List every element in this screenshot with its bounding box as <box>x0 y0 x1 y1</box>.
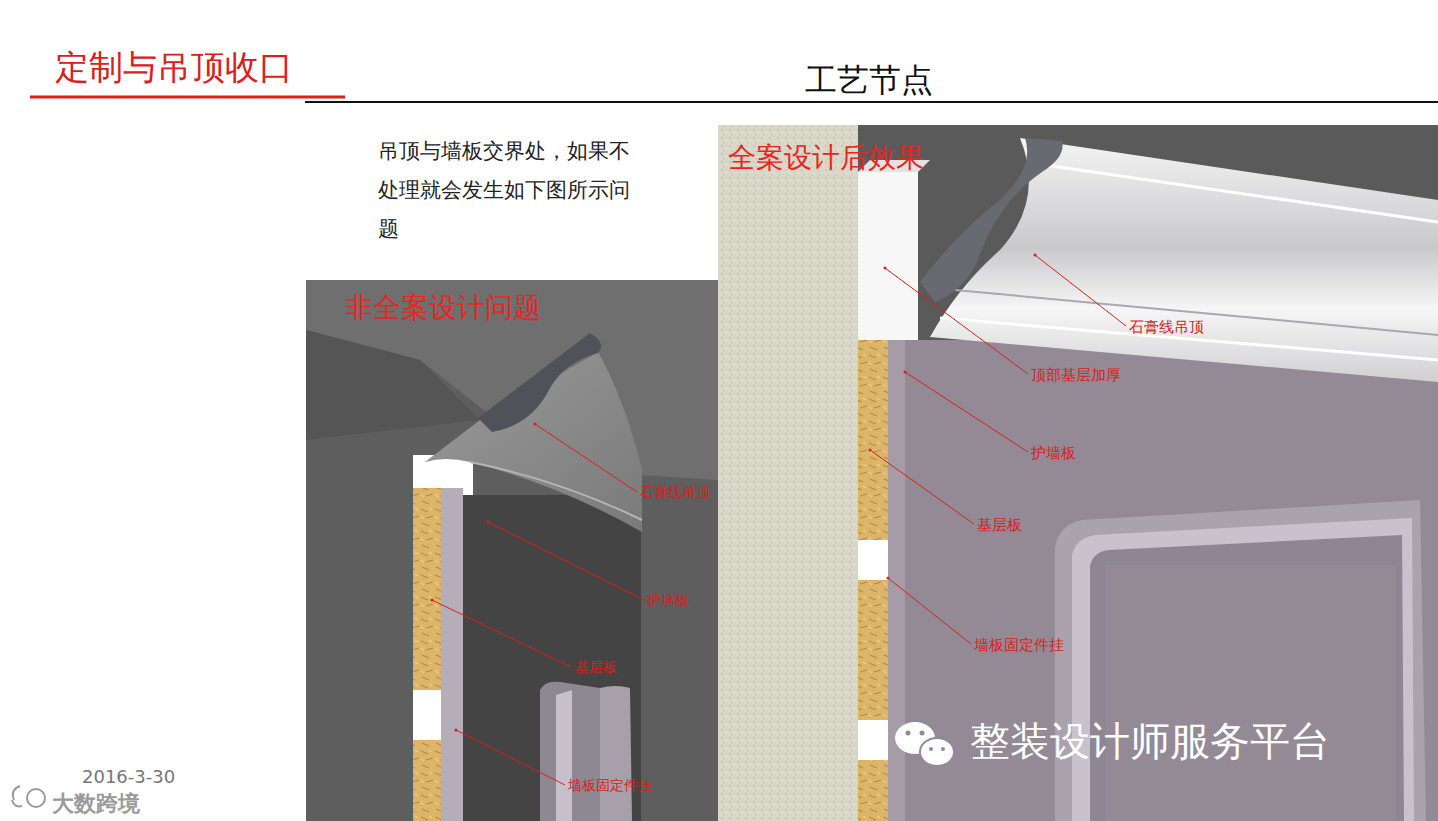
part-label: 石膏线吊顶 <box>640 484 710 502</box>
slide-title: 定制与吊顶收口 <box>55 46 293 89</box>
part-label: 护墙板 <box>1031 444 1076 463</box>
part-label: 顶部基层加厚 <box>1031 366 1121 385</box>
part-label: 护墙板 <box>647 592 689 610</box>
panel-heading: 全案设计后效果 <box>728 140 924 175</box>
date-text: 2016-3-30 <box>82 766 175 789</box>
part-label: 墙板固定件挂 <box>974 636 1064 655</box>
part-label: 石膏线吊顶 <box>1129 318 1204 337</box>
note-text: 吊顶与墙板交界处，如果不处理就会发生如下图所示问题 <box>378 132 640 249</box>
watermark: 大数跨境 <box>52 790 140 818</box>
panel-heading: 非全案设计问题 <box>345 290 541 325</box>
part-label: 墙板固定件挂 <box>568 777 652 795</box>
section-heading: 工艺节点 <box>805 60 933 100</box>
part-label: 基层板 <box>977 516 1022 535</box>
watermark: 整装设计师服务平台 <box>970 716 1330 766</box>
part-label: 基层板 <box>575 659 617 677</box>
